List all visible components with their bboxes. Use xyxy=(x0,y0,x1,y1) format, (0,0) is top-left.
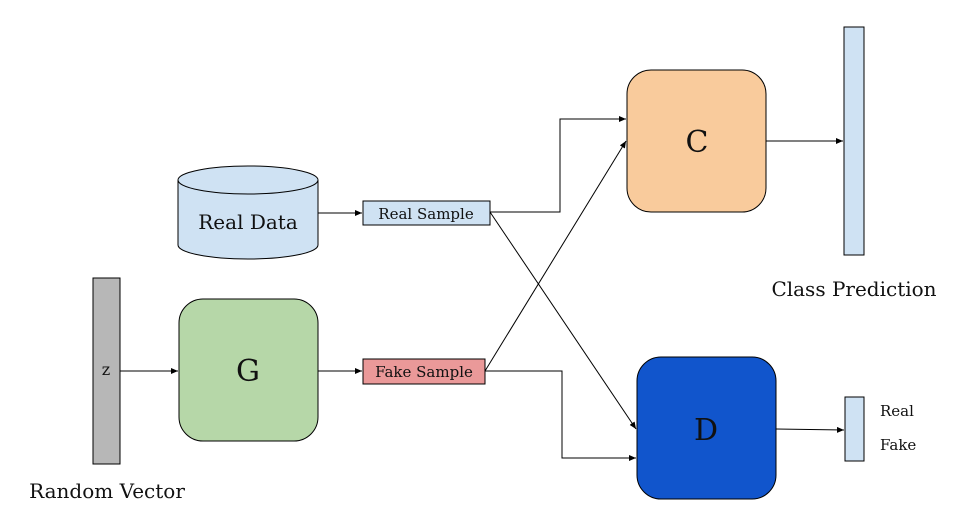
discriminator-box xyxy=(636,356,777,500)
z-vector-node: z xyxy=(92,277,121,465)
real-sample-box xyxy=(362,200,491,226)
fake-sample-node: Fake Sample xyxy=(362,358,486,385)
fake-output-label: Fake xyxy=(880,436,916,454)
discriminator-label: D xyxy=(694,413,718,448)
class-prediction-label: Class Prediction xyxy=(771,277,936,301)
edge-fake-sample-to-discriminator xyxy=(485,370,636,461)
real-fake-bar xyxy=(844,396,865,462)
fake-sample-box xyxy=(362,358,486,385)
fake-sample-label: Fake Sample xyxy=(375,363,473,381)
edge-fake-sample-to-classifier xyxy=(484,140,627,372)
classifier-node: C xyxy=(626,69,767,213)
generator-label: G xyxy=(236,354,260,389)
generator-box xyxy=(178,298,319,442)
generator-node: G xyxy=(178,298,319,442)
z-vector-label: z xyxy=(102,360,110,379)
real-sample-node: Real Sample xyxy=(362,200,491,226)
edge-real-sample-to-discriminator xyxy=(489,211,637,430)
real-data-body xyxy=(177,180,319,260)
random-vector-label: Random Vector xyxy=(29,479,185,503)
real-data-cylinder: Real Data xyxy=(177,165,319,260)
real-sample-label: Real Sample xyxy=(378,205,474,223)
class-prediction-bar xyxy=(843,26,865,256)
z-vector-bar xyxy=(92,277,121,465)
edge-real-sample-to-classifier xyxy=(490,116,626,213)
discriminator-node: D xyxy=(636,356,777,500)
real-output-label: Real xyxy=(880,402,914,420)
real-data-label: Real Data xyxy=(198,210,298,234)
edge-discriminator-to-real-fake xyxy=(775,426,845,433)
classifier-label: C xyxy=(686,125,709,160)
real-data-top xyxy=(177,165,319,195)
